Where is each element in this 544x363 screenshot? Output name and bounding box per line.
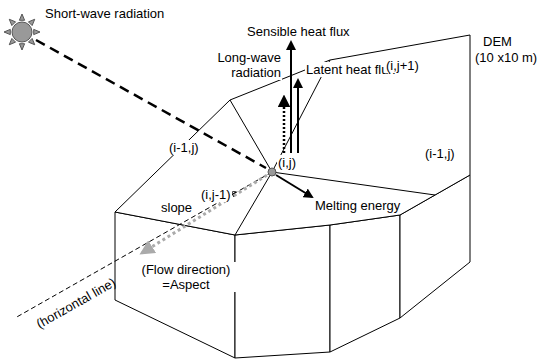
- grid-point: [268, 168, 276, 176]
- sun-ray: [4, 29, 10, 34]
- sun-symbol: [4, 14, 40, 50]
- cell-label: (i,j+1): [385, 58, 420, 73]
- horizontal-line: [15, 172, 272, 318]
- sun-ray: [28, 19, 34, 25]
- cell-label: (i-1,j): [424, 146, 456, 161]
- front-face: [330, 215, 400, 352]
- energy-label: Melting energy: [314, 198, 401, 213]
- cell-label: (i-1,j): [168, 140, 200, 155]
- flux-label: Latent heat flux: [305, 62, 396, 77]
- sun-ray: [9, 38, 15, 44]
- radiation-label: Short-wave radiation: [44, 6, 165, 21]
- sun-ray: [19, 14, 24, 20]
- front-face: [235, 225, 330, 358]
- latent-heat-arrow: [297, 80, 299, 153]
- radiation-label: Long-wave radiation: [212, 50, 282, 80]
- line-label: (horizontal line): [33, 274, 119, 332]
- cell-border: [230, 100, 272, 172]
- flux-label: Sensible heat flux: [246, 24, 351, 39]
- cell-border: [272, 172, 435, 195]
- melting-energy-arrow: [276, 175, 312, 197]
- resolution-label: (10 x10 m): [474, 50, 538, 65]
- cell-label: (i,j): [277, 155, 297, 170]
- slope-arc: [232, 192, 236, 197]
- aspect-label: (Flow direction) =Aspect: [134, 262, 238, 292]
- sun-ray: [34, 29, 40, 34]
- flow-direction-arrow: [142, 172, 272, 253]
- sun-ray: [19, 44, 24, 50]
- cell-border: [235, 172, 272, 235]
- long-wave-arrow: [283, 97, 286, 153]
- cell-label: (i,j-1): [200, 187, 232, 202]
- sun-ray: [28, 38, 34, 44]
- top-surface: [115, 35, 470, 235]
- dem-block: [115, 35, 470, 358]
- dem-label: DEM: [482, 34, 513, 49]
- sun-disc: [12, 22, 32, 42]
- slope-label: slope: [160, 200, 193, 215]
- sensible-heat-arrow: [290, 42, 292, 153]
- sun-ray: [9, 19, 15, 25]
